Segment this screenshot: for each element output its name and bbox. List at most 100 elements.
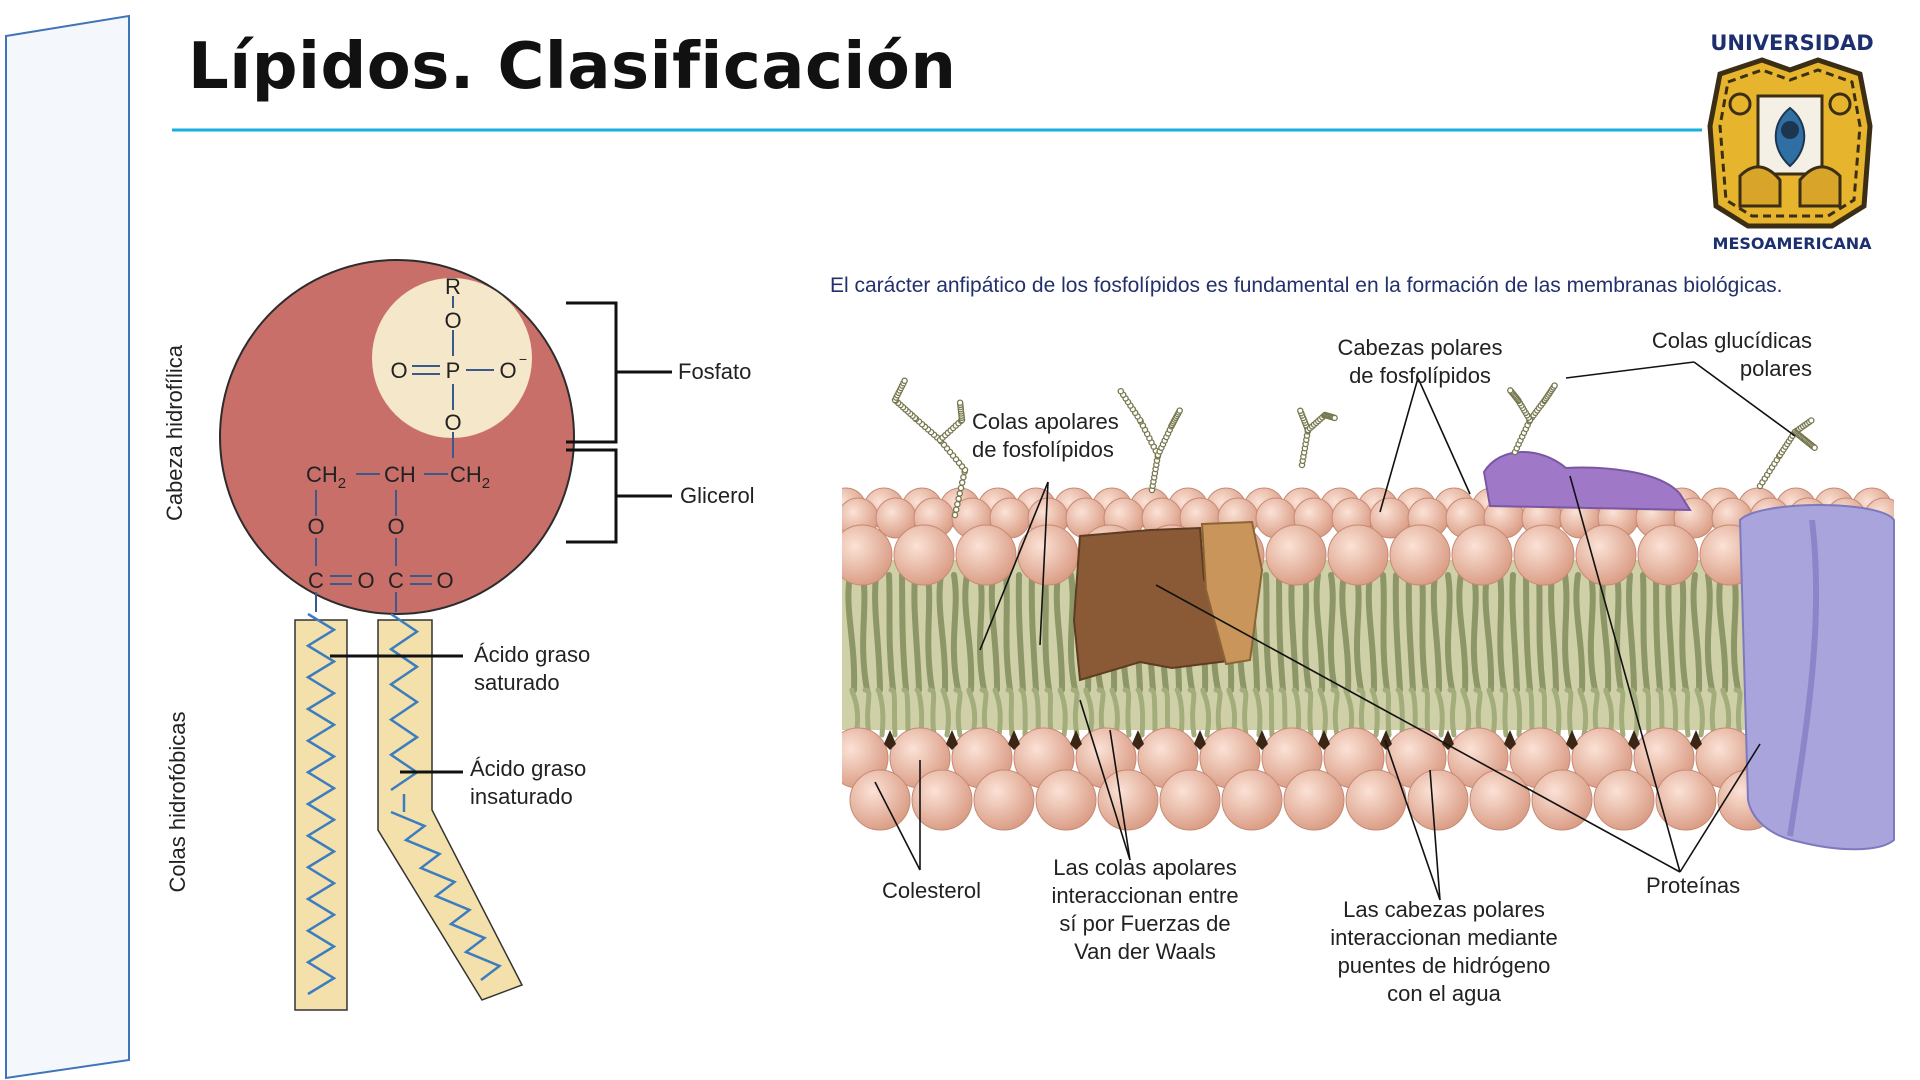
- saturated-label-line1: Ácido graso: [474, 642, 591, 667]
- lipid-tail: [888, 687, 898, 738]
- phospholipid-diagram: R O O P O − O CH2 CH CH2 O O C O C O: [219, 259, 672, 1011]
- unsaturated-fatty-acid-label: Ácido graso insaturado: [470, 755, 586, 811]
- glycan-bead: [951, 511, 959, 519]
- lipid-tail: [1083, 687, 1095, 738]
- lipid-tail: [1447, 687, 1457, 738]
- lipid-tail: [1070, 687, 1080, 738]
- lipid-tail: [1327, 572, 1338, 693]
- seal-ornament-left: [1728, 92, 1752, 116]
- lipid-tail: [1003, 572, 1013, 693]
- lipid-tail: [1028, 572, 1039, 693]
- seal-left-glyph: [1738, 165, 1782, 208]
- cholesterol: [1008, 730, 1020, 750]
- lipid-tail: [1304, 687, 1314, 738]
- glycan-tails-line1: Colas glucídicas: [1651, 328, 1812, 353]
- glycan-bead: [1811, 444, 1818, 451]
- lipid-tail: [1200, 687, 1212, 738]
- lipid-tail: [1434, 687, 1445, 738]
- channel-protein: [1738, 504, 1895, 851]
- lipid-tail: [1382, 687, 1392, 738]
- glycan-bead: [1297, 407, 1304, 415]
- lipid-tail: [1067, 572, 1078, 693]
- atom-o-double: O: [390, 358, 407, 383]
- glycan-tails-label: Colas glucídicas polares: [1636, 327, 1812, 383]
- membrane-leader-lines: [874, 361, 1796, 901]
- cholesterol: [1070, 730, 1082, 750]
- polar-head: [1513, 524, 1575, 586]
- unsaturated-chain-upper: [388, 612, 420, 792]
- lipid-tail: [1640, 572, 1650, 693]
- lipid-tail: [1042, 572, 1052, 693]
- lipid-tail: [1187, 687, 1197, 738]
- lipid-tail: [1614, 572, 1624, 693]
- lipid-tail: [845, 572, 858, 693]
- channel-protein-groove: [1787, 519, 1820, 837]
- lipid-tail: [1716, 572, 1729, 693]
- lipid-tail: [988, 572, 1001, 693]
- left-side-panel: [5, 14, 130, 1080]
- lipid-tail: [1057, 687, 1068, 738]
- lipid-tail: [1456, 572, 1469, 693]
- upper-polar-heads: [842, 524, 1885, 586]
- lipid-tail: [1053, 572, 1066, 693]
- hbond-line1: Las cabezas polares: [1343, 897, 1545, 922]
- lipid-tail: [1525, 687, 1535, 738]
- lipid-tail: [1486, 687, 1497, 738]
- cholesterol: [1628, 730, 1640, 750]
- polar-head: [1637, 524, 1699, 586]
- group-ch2-left: CH2: [306, 462, 346, 492]
- lipid-tail: [860, 572, 870, 693]
- glycan-bead: [901, 377, 908, 385]
- lipid-tail: [1551, 687, 1562, 738]
- glycan-chains: [891, 377, 1818, 519]
- lipid-tail: [1421, 687, 1431, 738]
- polar-head: [1327, 524, 1389, 586]
- lipid-tail: [962, 572, 975, 693]
- glycan-bead: [1507, 387, 1514, 394]
- slide-title: Lípidos. Clasificación: [188, 30, 957, 104]
- lipid-tail: [1239, 687, 1249, 738]
- membrane-caption: El carácter anfipático de los fosfolípid…: [830, 274, 1783, 297]
- negative-charge: −: [519, 351, 527, 367]
- lipid-tail: [1109, 687, 1120, 738]
- seal-head: [1781, 121, 1799, 139]
- atom-o-top: O: [444, 308, 461, 333]
- lipid-tail: [1629, 687, 1640, 738]
- glycan-bead: [1331, 414, 1338, 422]
- lipid-tail: [1395, 687, 1405, 738]
- apolar-tails-line2: de fosfolípidos: [972, 437, 1114, 462]
- unsaturated-tail: [377, 619, 524, 1001]
- atom-p: P: [446, 358, 461, 383]
- lipid-tail: [1018, 687, 1028, 738]
- glycan-bead: [1808, 417, 1815, 424]
- lipid-tail: [1704, 572, 1715, 693]
- lower-polar-heads: [842, 727, 1894, 831]
- lipid-tail: [1562, 572, 1572, 693]
- phosphate-bracket: [566, 301, 672, 444]
- lipid-tail: [1291, 687, 1302, 738]
- lipid-tail: [1599, 572, 1612, 693]
- atom-o-bridge: O: [444, 410, 461, 435]
- cholesterol: [884, 730, 896, 750]
- unsaturated-chain-lower: [390, 810, 502, 981]
- lipid-tail: [1044, 687, 1054, 738]
- polar-head: [1345, 769, 1407, 831]
- polar-heads-line1: Cabezas polares: [1337, 335, 1503, 360]
- cholesterol: [1442, 730, 1454, 750]
- lipid-tail: [1015, 572, 1026, 693]
- unsaturated-label-line2: insaturado: [470, 784, 573, 809]
- lipid-tail: [1509, 572, 1520, 693]
- apolar-tails-line1: Colas apolares: [972, 409, 1119, 434]
- glycan-bead: [954, 500, 961, 508]
- lipid-tail: [1339, 572, 1352, 693]
- polar-head: [1593, 769, 1655, 831]
- lipid-tail: [899, 572, 909, 693]
- cholesterol: [1566, 730, 1578, 750]
- polar-head: [1097, 769, 1159, 831]
- lipid-tail: [1642, 687, 1652, 738]
- cholesterol: [1132, 730, 1144, 750]
- unsaturated-label-line1: Ácido graso: [470, 756, 587, 781]
- cholesterol: [946, 730, 958, 750]
- lipid-tail: [1497, 572, 1507, 693]
- glycan-bead: [960, 473, 967, 481]
